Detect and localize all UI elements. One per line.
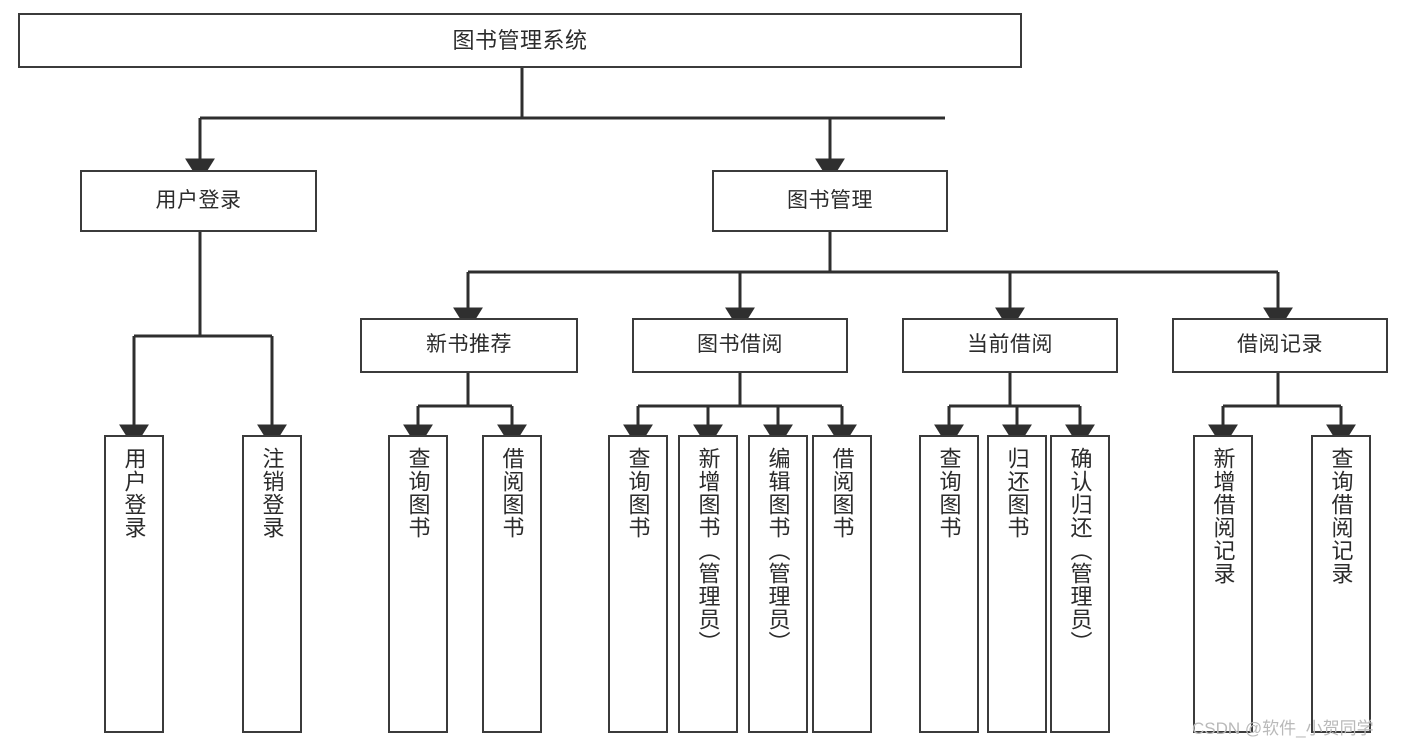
node-book-management-label: 图书管理 [787, 188, 873, 212]
node-leaf-edit-book[interactable]: 编辑图书（管理员） [748, 435, 808, 733]
node-borrow-record[interactable]: 借阅记录 [1172, 318, 1388, 373]
node-leaf-borrow-book-2-label: 借阅图书 [829, 447, 855, 539]
node-book-management[interactable]: 图书管理 [712, 170, 948, 232]
node-borrow-record-label: 借阅记录 [1237, 333, 1323, 357]
node-leaf-query-book-1[interactable]: 查询图书 [388, 435, 448, 733]
node-root[interactable]: 图书管理系统 [18, 13, 1022, 68]
node-leaf-user-login-label: 用户登录 [121, 447, 147, 539]
node-leaf-borrow-book-1-label: 借阅图书 [499, 447, 525, 539]
node-leaf-query-book-1-label: 查询图书 [405, 447, 431, 539]
node-user-login[interactable]: 用户登录 [80, 170, 317, 232]
node-leaf-user-login[interactable]: 用户登录 [104, 435, 164, 733]
node-leaf-add-book-label: 新增图书（管理员） [695, 447, 721, 654]
node-new-book-recommend[interactable]: 新书推荐 [360, 318, 578, 373]
node-leaf-confirm-return-label: 确认归还（管理员） [1067, 447, 1093, 654]
node-leaf-query-record[interactable]: 查询借阅记录 [1311, 435, 1371, 733]
node-leaf-confirm-return[interactable]: 确认归还（管理员） [1050, 435, 1110, 733]
node-user-login-label: 用户登录 [155, 188, 242, 212]
node-leaf-borrow-book-2[interactable]: 借阅图书 [812, 435, 872, 733]
node-leaf-user-logout[interactable]: 注销登录 [242, 435, 302, 733]
node-root-label: 图书管理系统 [452, 27, 588, 53]
watermark-text: CSDN @软件_小贺同学 [1192, 719, 1374, 738]
node-leaf-query-book-2-label: 查询图书 [625, 447, 651, 539]
node-leaf-return-book-label: 归还图书 [1004, 447, 1030, 539]
node-leaf-query-book-3-label: 查询图书 [936, 447, 962, 539]
node-leaf-query-record-label: 查询借阅记录 [1328, 447, 1354, 585]
node-leaf-query-book-2[interactable]: 查询图书 [608, 435, 668, 733]
node-current-borrow-label: 当前借阅 [967, 333, 1053, 357]
node-leaf-edit-book-label: 编辑图书（管理员） [765, 447, 791, 654]
node-leaf-borrow-book-1[interactable]: 借阅图书 [482, 435, 542, 733]
node-leaf-query-book-3[interactable]: 查询图书 [919, 435, 979, 733]
node-leaf-add-record[interactable]: 新增借阅记录 [1193, 435, 1253, 733]
node-current-borrow[interactable]: 当前借阅 [902, 318, 1118, 373]
node-book-borrow-label: 图书借阅 [697, 333, 783, 357]
node-leaf-add-book[interactable]: 新增图书（管理员） [678, 435, 738, 733]
node-new-book-recommend-label: 新书推荐 [426, 333, 512, 357]
node-book-borrow[interactable]: 图书借阅 [632, 318, 848, 373]
node-leaf-add-record-label: 新增借阅记录 [1210, 447, 1236, 585]
node-leaf-user-logout-label: 注销登录 [259, 447, 285, 539]
node-leaf-return-book[interactable]: 归还图书 [987, 435, 1047, 733]
